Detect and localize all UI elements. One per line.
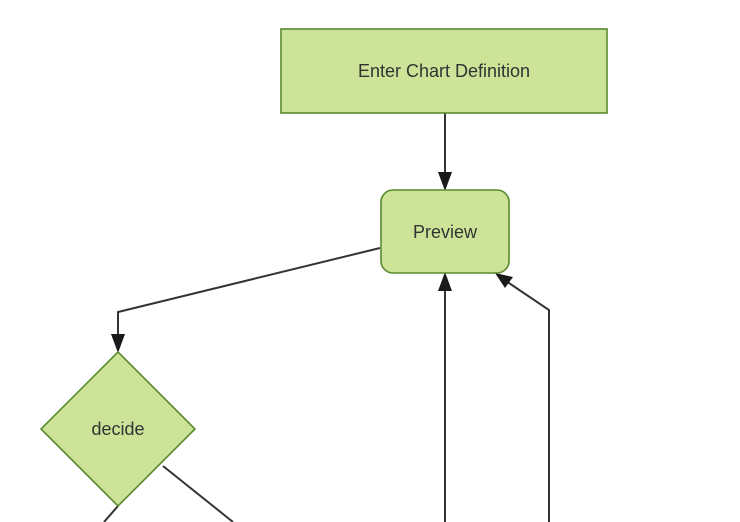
edge-decide-right-out-line bbox=[162, 465, 234, 522]
edge-preview-to-decide bbox=[111, 247, 381, 353]
node-decide[interactable] bbox=[39, 350, 197, 508]
edge-enter-to-preview bbox=[438, 113, 452, 191]
edge-bottom-center-to-preview-arrowhead bbox=[438, 272, 452, 291]
edge-decide-bottom-out bbox=[103, 505, 119, 522]
edge-decide-bottom-out-line bbox=[103, 505, 119, 522]
edge-bottom-right-to-preview-arrowhead bbox=[495, 273, 513, 288]
node-preview[interactable] bbox=[380, 189, 510, 274]
node-enter-chart-definition[interactable] bbox=[280, 28, 608, 114]
edge-preview-to-decide-arrowhead bbox=[111, 334, 125, 353]
edge-preview-to-decide-line bbox=[117, 247, 381, 344]
edge-decide-right-out bbox=[162, 465, 234, 522]
edge-bottom-right-to-preview bbox=[495, 273, 550, 522]
edge-bottom-right-to-preview-line bbox=[502, 278, 550, 522]
edge-enter-to-preview-arrowhead bbox=[438, 172, 452, 191]
edge-bottom-center-to-preview bbox=[438, 272, 452, 522]
